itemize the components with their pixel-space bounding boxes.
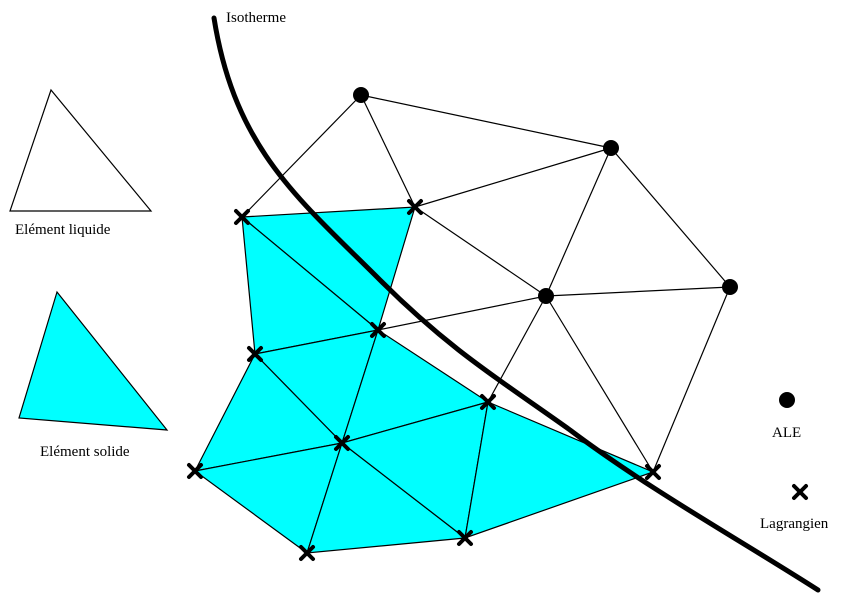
lagrangien-node — [234, 209, 250, 225]
lagrangien-node — [407, 199, 423, 215]
solid-triangle — [464, 401, 655, 539]
mesh-edge — [610, 147, 731, 288]
ale-node — [538, 288, 554, 304]
ale-legend-marker — [779, 392, 795, 408]
lagrangien-node — [187, 463, 203, 479]
isotherme-curve — [211, 15, 821, 593]
lagrangien-legend-marker — [792, 484, 808, 500]
lagrangien-node — [334, 435, 350, 451]
ale-nodes — [353, 87, 738, 304]
lagrangien-node — [299, 545, 315, 561]
lagrangien-node — [480, 394, 496, 410]
mesh-edge — [545, 147, 612, 297]
mesh-edge — [414, 147, 612, 208]
mesh-edge — [360, 94, 416, 208]
solid-element-label: Elément solide — [40, 444, 130, 460]
mesh-edge — [377, 295, 547, 331]
solid-element-legend-triangle — [18, 290, 169, 431]
lagrangien-node — [457, 530, 473, 546]
mesh-edge — [360, 94, 612, 149]
solid-region — [193, 206, 655, 554]
mesh-edge — [545, 295, 654, 473]
ale-node — [722, 279, 738, 295]
ale-node — [353, 87, 369, 103]
lagrangien-node — [247, 346, 263, 362]
lagrangien-node — [645, 464, 661, 480]
mesh-edge — [487, 295, 547, 403]
mesh-edge — [545, 286, 731, 297]
liquid-mesh-edges — [241, 94, 731, 473]
liquid-element-label: Elément liquide — [15, 222, 111, 238]
ale-node — [603, 140, 619, 156]
mesh-edge — [652, 286, 731, 473]
lagrangien-node — [370, 322, 386, 338]
ale-legend-label: ALE — [772, 425, 801, 441]
lagrangien-legend-label: Lagrangien — [760, 516, 829, 532]
isotherme-label: Isotherme — [226, 10, 286, 26]
mesh-edge — [414, 206, 547, 297]
liquid-element-legend-triangle — [9, 88, 153, 212]
lagrangien-nodes — [187, 199, 661, 561]
mesh-edge — [241, 94, 362, 218]
